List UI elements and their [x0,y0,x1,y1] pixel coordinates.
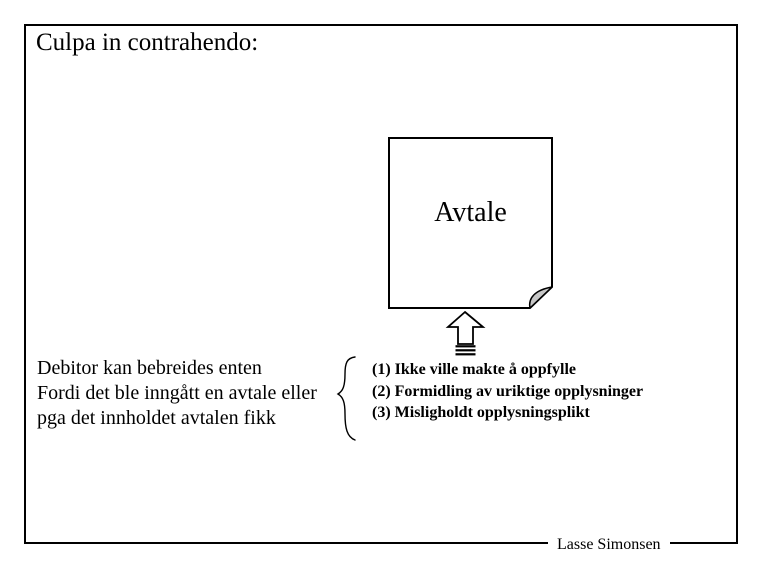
footer-author: Lasse Simonsen [548,535,670,555]
reasons-list: (1) Ikke ville makte å oppfylle (2) Form… [372,359,643,424]
left-text-line: pga det innholdet avtalen fikk [37,407,276,429]
document-shape-label: Avtale [434,197,507,228]
left-text-block: Debitor kan bebreides enten Fordi det bl… [37,356,317,431]
left-text-line: Debitor kan bebreides enten [37,357,262,379]
slide-title: Culpa in contrahendo: [36,29,259,56]
reasons-list-item: (2) Formidling av uriktige opplysninger [372,382,644,400]
reasons-list-item: (1) Ikke ville makte å oppfylle [372,361,576,378]
slide-border [24,24,738,544]
left-text-line: Fordi det ble inngått en avtale eller [37,382,317,404]
reasons-list-item: (3) Misligholdt opplysningsplikt [372,404,590,421]
